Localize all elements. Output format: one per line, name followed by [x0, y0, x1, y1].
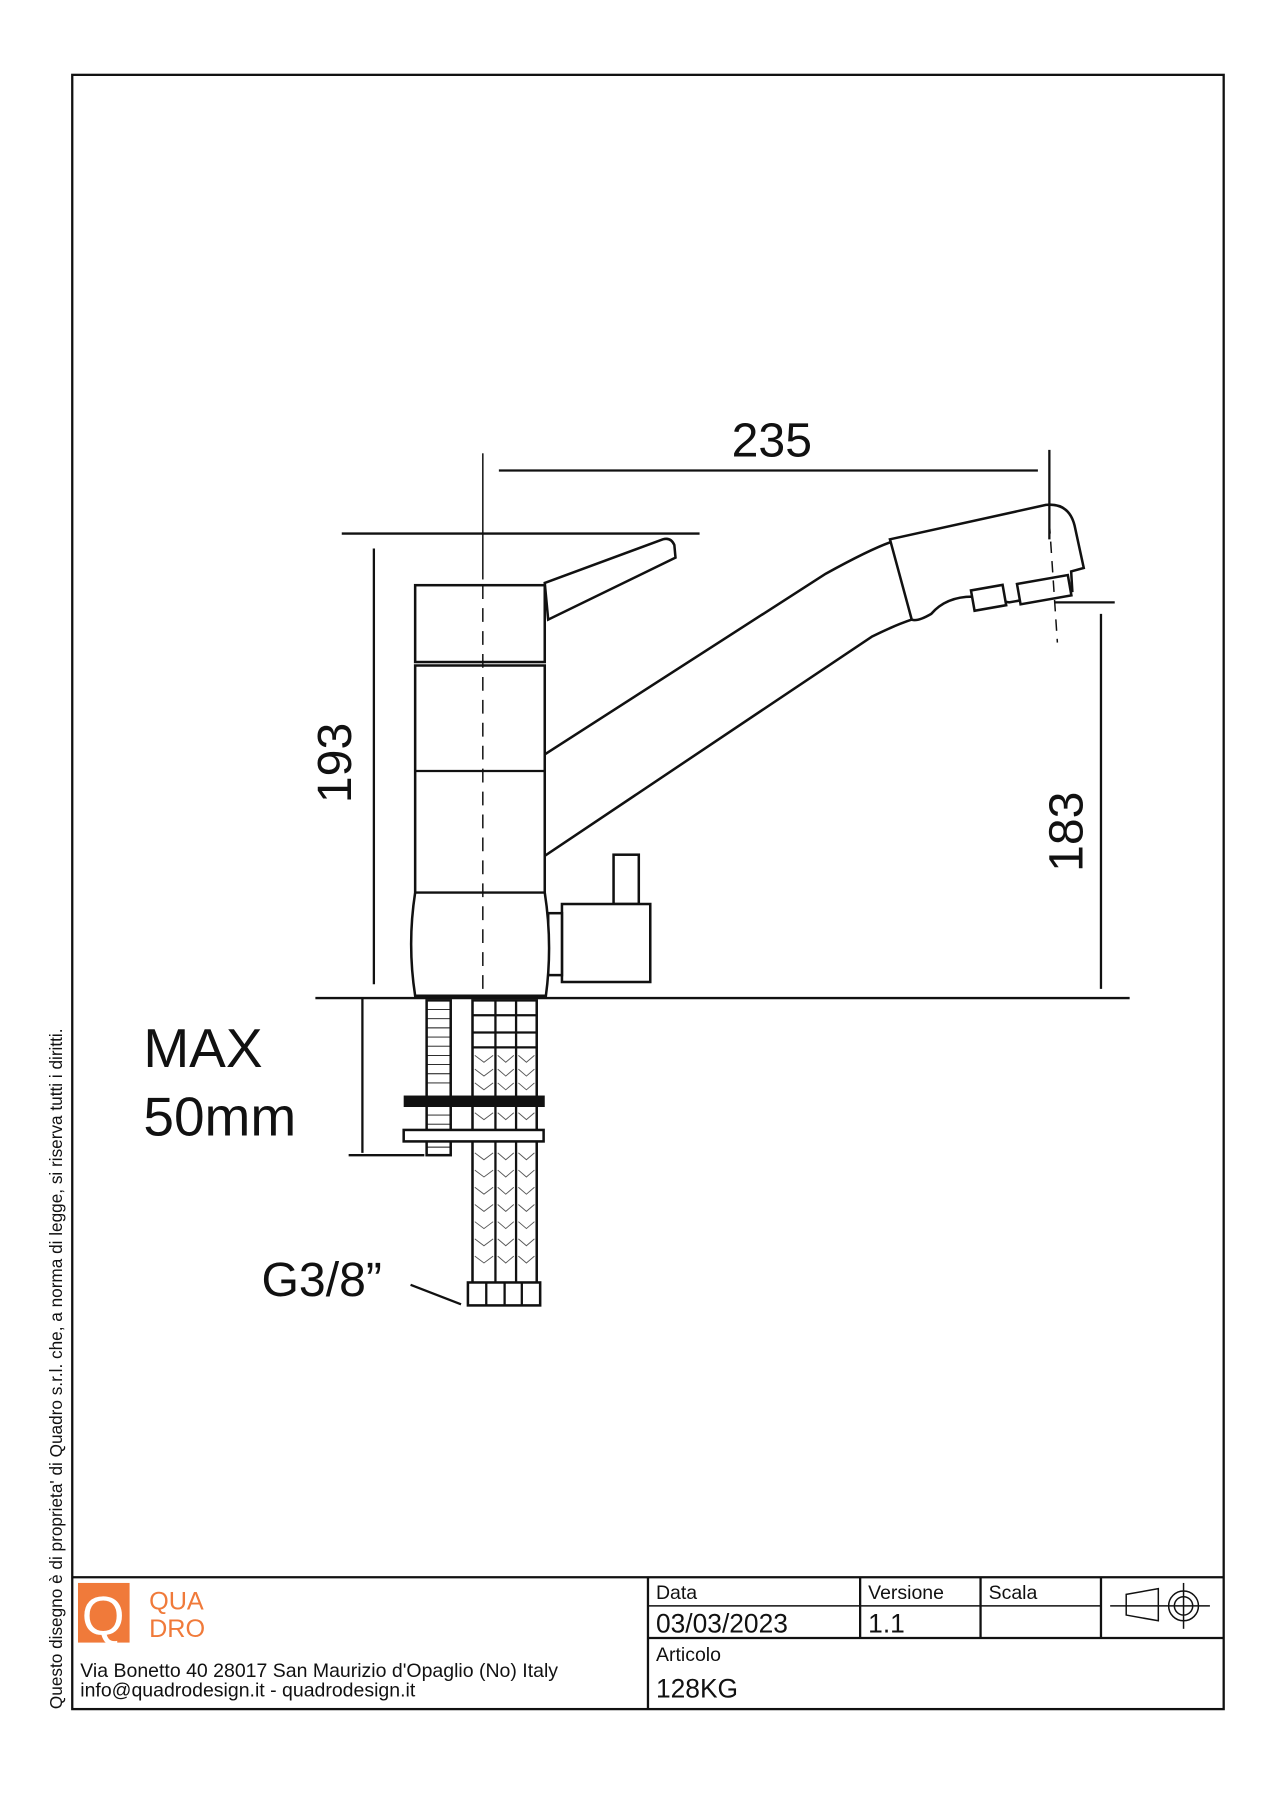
date-label: Data: [656, 1582, 697, 1604]
version-value: 1.1: [868, 1608, 905, 1638]
valve-stem: [612, 853, 641, 906]
svg-text:QUA: QUA: [149, 1587, 204, 1615]
washer: [402, 1128, 545, 1143]
nozzle-right: [1015, 573, 1073, 606]
faucet-body: [409, 664, 551, 998]
dimension-lines: [341, 449, 1115, 1306]
company-logo: Q QUA DRO: [77, 1582, 205, 1647]
article-label: Articolo: [656, 1644, 721, 1666]
faucet-drawing: [315, 453, 1130, 1307]
bolt-thread: [426, 1009, 451, 1148]
projection-symbol-icon: [1110, 1582, 1210, 1629]
lever-handle: [543, 537, 677, 622]
version-label: Versione: [868, 1582, 944, 1604]
fixing-plate: [403, 1095, 545, 1108]
nozzle-left: [969, 583, 1008, 613]
company-address: Via Bonetto 40 28017 San Maurizio d'Opag…: [80, 1660, 558, 1682]
scale-label: Scala: [989, 1582, 1038, 1604]
title-block: [72, 1576, 1224, 1710]
connection-label: G3/8”: [261, 1253, 381, 1307]
article-value: 128KG: [656, 1674, 738, 1704]
svg-text:Q: Q: [82, 1585, 125, 1647]
width-dimension: 235: [732, 414, 812, 468]
date-value: 03/03/2023: [656, 1608, 788, 1638]
side-valve: [560, 902, 652, 984]
hose-braid: [474, 1055, 535, 1264]
height-dimension: 193: [308, 723, 362, 803]
spout-height-dimension: 183: [1040, 792, 1094, 872]
max-label: MAX: [143, 1017, 262, 1079]
company-contacts: info@quadrodesign.it - quadrodesign.it: [80, 1679, 416, 1701]
svg-text:DRO: DRO: [149, 1615, 205, 1643]
copyright-note: Questo disegno è di proprieta' di Quadro…: [46, 1028, 66, 1709]
max-value: 50mm: [143, 1086, 296, 1148]
drawing-frame: [71, 73, 1225, 1711]
top-cap: [413, 583, 547, 664]
spout-axis-dashed: [1048, 522, 1059, 643]
